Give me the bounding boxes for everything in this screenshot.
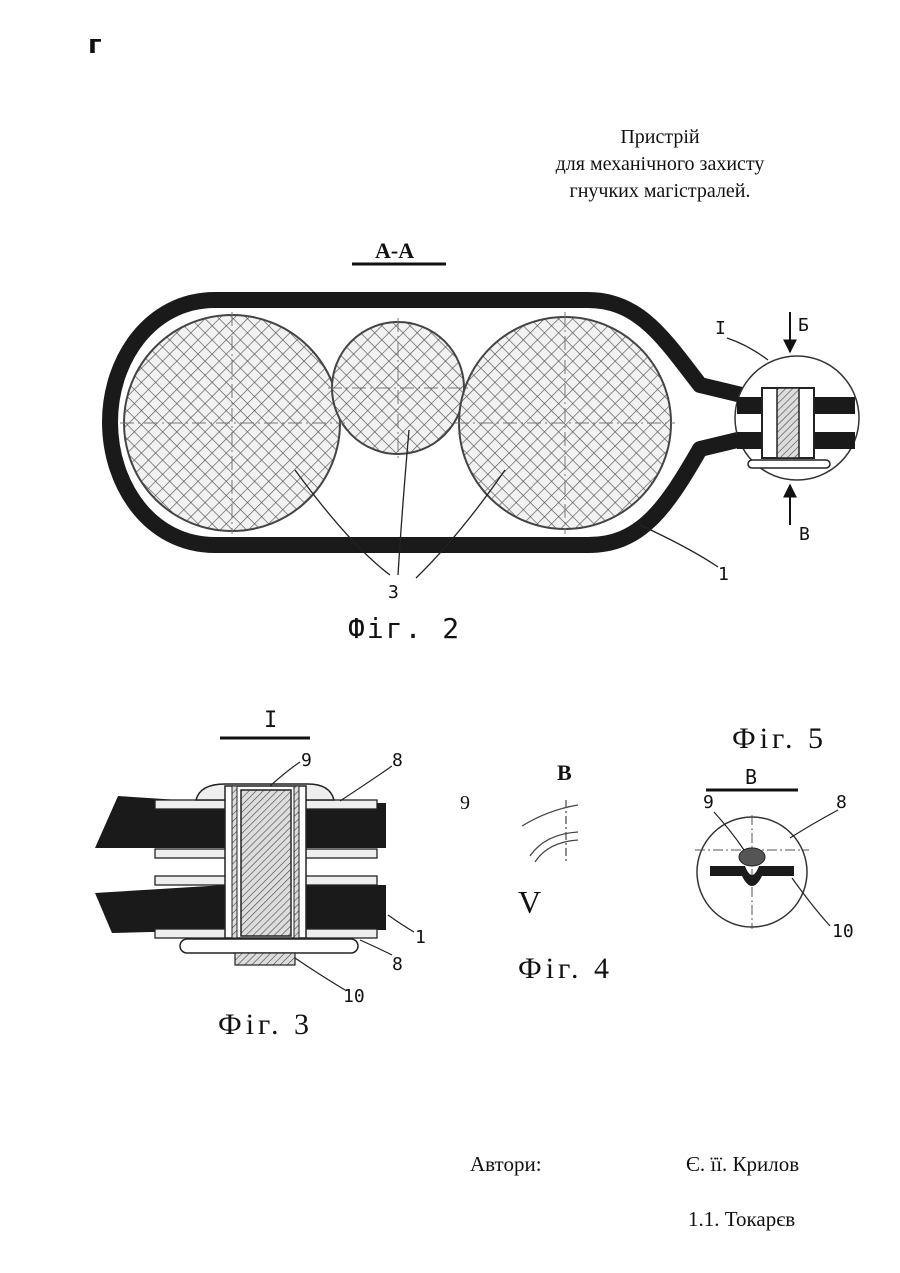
figure-3: І 9 8 1 8 10 xyxy=(95,708,426,1007)
fragment-arc-mid xyxy=(530,832,578,856)
view-label-v: В xyxy=(745,765,757,789)
detail-rivet xyxy=(777,388,799,458)
sheath-end-top-right xyxy=(306,803,386,848)
figure-2: А-А xyxy=(110,238,859,603)
callout-8: 8 xyxy=(836,792,847,813)
figure-4 xyxy=(522,800,578,862)
callout-8-bottom: 8 xyxy=(392,954,403,975)
callout-part-3: 3 xyxy=(388,582,399,603)
callout-arrow-b: Б xyxy=(798,315,809,336)
callout-10: 10 xyxy=(343,986,365,1007)
sheath-end-bottom-right xyxy=(306,885,386,930)
callout-8-top: 8 xyxy=(392,750,403,771)
sheath-end-bottom-left xyxy=(95,885,225,933)
fragment-arc-outer xyxy=(522,805,578,826)
figure-5-caption: Фіг. 5 xyxy=(732,722,827,756)
callout-detail-i: І xyxy=(715,318,726,339)
callout-9: 9 xyxy=(703,792,714,813)
figure-4-view-label: В xyxy=(557,760,572,786)
authors-label: Автори: xyxy=(470,1152,542,1177)
callout-1: 1 xyxy=(415,927,426,948)
figure-4-caption: Фіг. 4 xyxy=(518,952,613,986)
figure-2-caption: Фіг. 2 xyxy=(348,612,461,645)
detail-label-i: І xyxy=(264,708,277,733)
figure-4-callout-9: 9 xyxy=(460,792,470,815)
callout-arrow-v: В xyxy=(799,524,810,545)
hose-middle xyxy=(332,322,464,454)
washer xyxy=(180,939,358,953)
section-label-aa: А-А xyxy=(375,238,414,263)
author-name: 1.1. Токарєв xyxy=(688,1207,795,1232)
callout-9: 9 xyxy=(301,750,312,771)
figure-4-letter: V xyxy=(518,884,541,921)
rivet-body xyxy=(241,790,291,936)
figure-3-caption: Фіг. 3 xyxy=(218,1008,313,1042)
author-name: Є. її. Крилов xyxy=(686,1152,799,1177)
figure-5: В 9 8 10 xyxy=(695,765,854,942)
bushing-wall-left xyxy=(232,786,237,938)
callout-10: 10 xyxy=(832,921,854,942)
rivet-tail xyxy=(235,953,295,965)
bushing-wall-right xyxy=(294,786,299,938)
rivet-section xyxy=(739,848,765,866)
detail-washer xyxy=(748,460,830,468)
callout-part-1: 1 xyxy=(718,564,729,585)
